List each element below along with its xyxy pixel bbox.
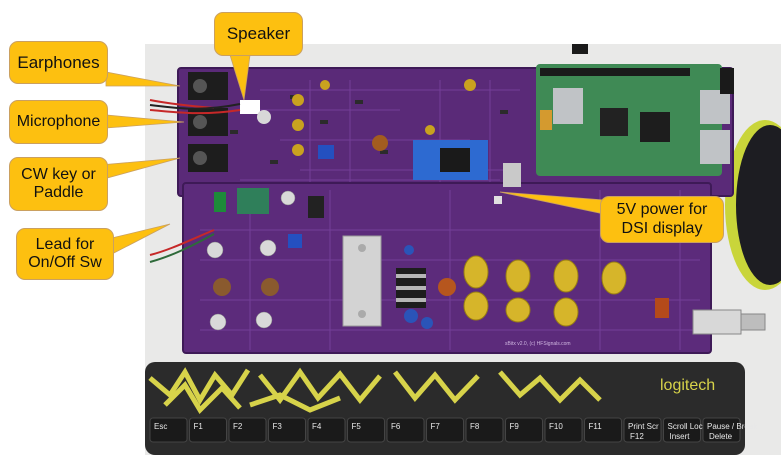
bnc-connector xyxy=(692,309,766,335)
keyboard-key-sublabel: Delete xyxy=(709,432,733,441)
keyboard-key-sublabel: Insert xyxy=(670,432,691,441)
callout-power: 5V power for DSI display xyxy=(600,196,724,243)
keyboard-brand: logitech xyxy=(660,377,715,394)
keyboard-key-sublabel: F12 xyxy=(630,432,644,441)
keyboard-key-label: F10 xyxy=(549,422,563,431)
pcb-silkscreen: sBitx v2.0, (c) HFSignals.com xyxy=(505,341,571,347)
keyboard-key xyxy=(189,417,227,443)
keyboard-key xyxy=(149,417,188,443)
keyboard-key xyxy=(465,417,504,443)
callout-lead: Lead for On/Off Sw xyxy=(16,228,114,280)
keyboard-key-label: F5 xyxy=(352,422,362,431)
keyboard-key xyxy=(584,417,622,443)
keyboard-key-label: F3 xyxy=(273,422,283,431)
keyboard-key xyxy=(702,417,741,443)
keyboard-key xyxy=(307,417,346,443)
keyboard: logitech Esc F1 F2 F3 F4 F5 F6 F7 F8 F9 F10 F11 Prin… xyxy=(145,362,758,455)
callout-speaker: Speaker xyxy=(214,12,303,56)
callout-leaders xyxy=(99,54,605,255)
keyboard-key xyxy=(228,417,267,443)
keyboard-key xyxy=(544,417,583,443)
keyboard-key-label: F7 xyxy=(431,422,441,431)
keyboard-key-label: F2 xyxy=(233,422,243,431)
keyboard-key-label: Scroll Lock xyxy=(668,422,708,431)
keyboard-key xyxy=(505,417,543,443)
keyboard-key-label: Print Scr xyxy=(628,422,659,431)
keyboard-key-label: F4 xyxy=(312,422,322,431)
keyboard-key xyxy=(268,417,306,443)
keyboard-key xyxy=(623,417,662,443)
keyboard-key-label: F6 xyxy=(391,422,401,431)
keyboard-key-label: Esc xyxy=(154,422,167,431)
keyboard-key xyxy=(663,417,701,443)
lower-pcb: sBitx v2.0, (c) HFSignals.com xyxy=(182,163,766,354)
callout-cw-key: CW key or Paddle xyxy=(9,157,108,211)
keyboard-key xyxy=(426,417,464,443)
keyboard-key-label: Pause / Break xyxy=(707,422,758,431)
keyboard-key-label: F1 xyxy=(194,422,204,431)
raspberry-pi-board xyxy=(536,64,730,176)
keyboard-key-label: F9 xyxy=(510,422,520,431)
keyboard-key xyxy=(386,417,425,443)
keyboard-key-label: F8 xyxy=(470,422,480,431)
keyboard-key-label: F11 xyxy=(589,422,603,431)
callout-earphones: Earphones xyxy=(9,41,108,84)
callout-microphone: Microphone xyxy=(9,100,108,144)
keyboard-key xyxy=(347,417,385,443)
audio-jacks xyxy=(188,72,271,172)
upper-pcb xyxy=(149,44,734,197)
mouse xyxy=(725,120,781,290)
